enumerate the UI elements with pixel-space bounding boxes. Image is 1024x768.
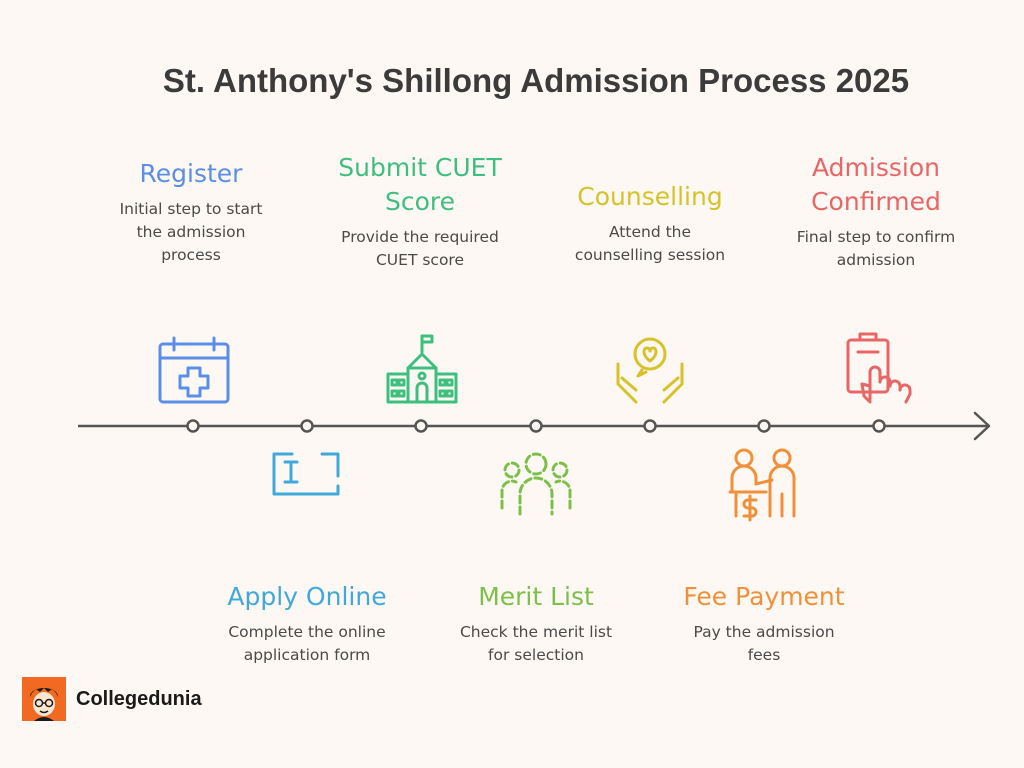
- step-fee-title: Fee Payment: [683, 582, 845, 611]
- step-confirmed-desc: Final step to confirm admission: [796, 228, 956, 269]
- step-merit-title: Merit List: [478, 582, 594, 611]
- timeline-arrowhead: [973, 411, 991, 441]
- step-register: Register Initial step to start the admis…: [91, 157, 291, 267]
- collegedunia-logo-icon: [22, 677, 66, 721]
- step-merit-desc: Check the merit list for selection: [459, 623, 613, 664]
- step-apply-title: Apply Online: [227, 582, 387, 611]
- timeline-marker-cuet: [414, 419, 428, 433]
- step-apply: Apply Online Complete the online applica…: [207, 580, 407, 667]
- timeline-marker-fee: [757, 419, 771, 433]
- step-confirmed: Admission Confirmed Final step to confir…: [776, 151, 976, 272]
- timeline-marker-counselling: [643, 419, 657, 433]
- step-fee-desc: Pay the admission fees: [693, 623, 835, 664]
- step-register-desc: Initial step to start the admission proc…: [119, 200, 263, 264]
- step-cuet-title: Submit CUET Score: [338, 153, 502, 216]
- hand-clipboard-icon: [846, 332, 912, 404]
- timeline-marker-register: [186, 419, 200, 433]
- step-counselling-title: Counselling: [577, 182, 723, 211]
- calendar-plus-icon: [158, 336, 230, 404]
- step-apply-desc: Complete the online application form: [228, 623, 386, 664]
- timeline-marker-apply: [300, 419, 314, 433]
- hands-heart-icon: [616, 337, 684, 404]
- step-cuet: Submit CUET Score Provide the required C…: [320, 151, 520, 272]
- brand-name: Collegedunia: [76, 688, 202, 710]
- school-building-icon: [386, 334, 458, 404]
- step-fee: Fee Payment Pay the admission fees: [664, 580, 864, 667]
- step-confirmed-title: Admission Confirmed: [811, 153, 941, 216]
- step-register-title: Register: [139, 159, 243, 188]
- text-input-icon: [272, 452, 340, 496]
- step-counselling: Counselling Attend the counselling sessi…: [550, 180, 750, 267]
- step-cuet-desc: Provide the required CUET score: [341, 228, 499, 269]
- step-counselling-desc: Attend the counselling session: [574, 223, 726, 264]
- step-merit: Merit List Check the merit list for sele…: [436, 580, 636, 667]
- people-group-icon: [500, 452, 572, 516]
- timeline-marker-confirmed: [872, 419, 886, 433]
- page-title: St. Anthony's Shillong Admission Process…: [162, 62, 910, 99]
- payment-people-icon: [728, 448, 796, 522]
- timeline-marker-merit: [529, 419, 543, 433]
